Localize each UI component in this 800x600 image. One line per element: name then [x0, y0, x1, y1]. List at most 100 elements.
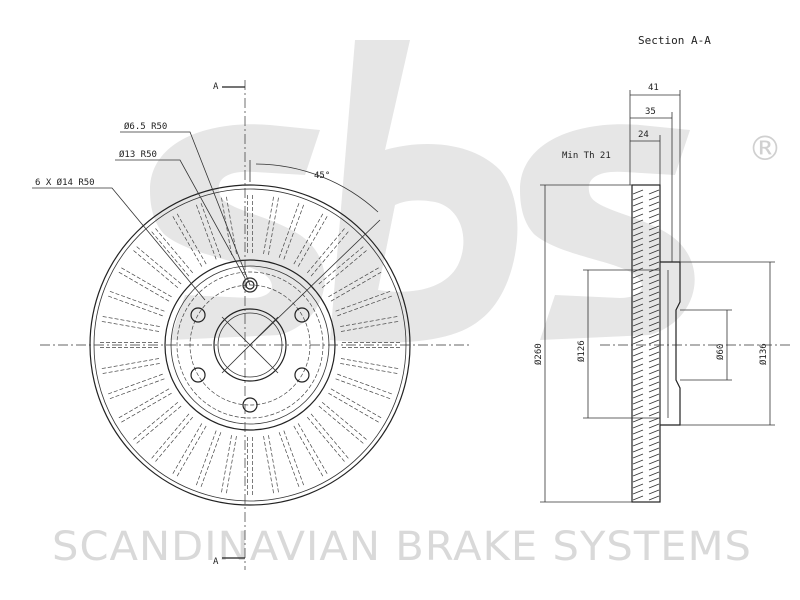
width-hat-dim: 35 [645, 107, 656, 117]
hatch-line [648, 363, 660, 369]
vent-rib-line [196, 204, 217, 260]
hatch-line [648, 441, 660, 447]
vent-rib-line [297, 216, 328, 267]
diameter-hat-dim: Ø126 [576, 340, 587, 362]
hatch-line [632, 405, 644, 411]
hatch-line [648, 429, 660, 435]
vent-rib-line [318, 246, 364, 285]
small-hole [245, 280, 255, 290]
vent-rib-line [278, 203, 300, 258]
hatch-line [632, 231, 644, 237]
bolt-hole [242, 397, 258, 413]
vent-rib-line [108, 295, 163, 317]
diameter-outer-dim: Ø260 [533, 343, 544, 365]
hatch-line [648, 279, 660, 285]
hatch-line [648, 303, 660, 309]
vent-rib-line [340, 321, 399, 332]
vent-rib-line [310, 231, 349, 277]
vent-rib-line [328, 267, 379, 298]
vent-rib-line [221, 435, 232, 493]
hatch-line [632, 297, 644, 303]
bolt-holes-label: 6 X Ø14 R50 [35, 177, 95, 188]
hatch-line [632, 477, 644, 483]
hatch-line [648, 327, 660, 333]
ventilation-ribs [100, 195, 400, 495]
hatch-line [648, 381, 660, 387]
hatch-line [632, 453, 644, 459]
hatch-line [632, 303, 644, 309]
hatch-line [648, 243, 660, 249]
hatch-line [648, 405, 660, 411]
hatch-line [648, 339, 660, 345]
min-thickness-label: Min Th 21 [562, 151, 611, 161]
hatch-line [632, 459, 644, 465]
hole-medium-label: Ø13 R50 [119, 149, 157, 160]
vent-rib-line [200, 203, 222, 258]
width-total-dim: 41 [648, 83, 659, 93]
vent-rib-line [278, 432, 300, 487]
hatch-line [648, 207, 660, 213]
vent-rib-line [283, 430, 304, 486]
hatch-line [632, 201, 644, 207]
vent-rib-line [340, 316, 398, 327]
hatch-line [648, 459, 660, 465]
sbs-watermark-logo: ® [150, 40, 782, 343]
hatch-line [632, 369, 644, 375]
section-view: Section A-A Min Th 21 41 35 24 Ø260 Ø126… [533, 34, 790, 503]
vent-rib-line [226, 435, 237, 494]
hatch-line [648, 255, 660, 261]
vent-rib-line [108, 373, 163, 395]
hatch-line [648, 195, 660, 201]
hatch-line [648, 387, 660, 393]
hatch-line [648, 261, 660, 267]
vent-rib-line [200, 432, 222, 487]
hatch-line [632, 261, 644, 267]
section-marker-top: A [213, 82, 219, 92]
vent-rib-line [176, 425, 207, 477]
vent-rib-line [221, 197, 232, 255]
hatch-line [632, 411, 644, 417]
vent-rib-line [337, 295, 392, 317]
hatch-line [648, 423, 660, 429]
vent-rib-line [102, 363, 160, 374]
hatch-line [632, 441, 644, 447]
hatch-line [632, 339, 644, 345]
vent-rib-line [340, 363, 398, 374]
vent-rib-line [136, 246, 182, 285]
hatch-line [648, 291, 660, 297]
vent-rib-line [226, 196, 237, 255]
hatch-line [632, 213, 644, 219]
hatch-line [632, 315, 644, 321]
hatch-line [648, 249, 660, 255]
hatch-line [632, 309, 644, 315]
vent-rib-line [293, 425, 324, 477]
vent-rib-line [340, 358, 399, 369]
hatch-line [632, 375, 644, 381]
disc-front-view: A A 45° Ø6.5 R50 Ø13 R50 6 X Ø14 R50 [32, 80, 470, 570]
hatch-line [632, 321, 644, 327]
vent-rib-line [263, 196, 274, 255]
hatch-line [648, 315, 660, 321]
hatch-line [632, 429, 644, 435]
hatch-line [632, 465, 644, 471]
bolt-hole [190, 307, 206, 323]
hatch-line [632, 189, 644, 195]
hatch-line [648, 393, 660, 399]
hatch-line [648, 471, 660, 477]
hatch-line [648, 285, 660, 291]
vent-rib-line [133, 401, 179, 440]
hatch-line [632, 243, 644, 249]
hatch-line [648, 483, 660, 489]
hatch-line [632, 435, 644, 441]
hatch-line [632, 381, 644, 387]
vent-rib-line [101, 321, 160, 332]
hatch-line [632, 447, 644, 453]
hatch-line [632, 273, 644, 279]
hatch-line [648, 447, 660, 453]
hatch-line [648, 201, 660, 207]
hatch-line [632, 291, 644, 297]
vent-rib-line [335, 291, 391, 312]
hatch-line [632, 195, 644, 201]
vent-rib-line [337, 373, 392, 395]
hatch-line [648, 189, 660, 195]
